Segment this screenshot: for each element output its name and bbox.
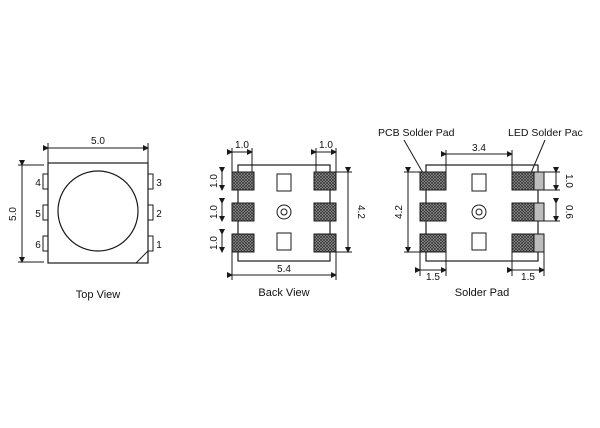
top-view-caption: Top View xyxy=(76,289,120,301)
solder-pad-right-top-label: 1.0 xyxy=(563,174,574,188)
top-view-chamfer xyxy=(135,250,149,264)
back-view-pitch-2-label: 1.0 xyxy=(209,205,220,219)
pcb-solder-pad-label: PCB Solder Pad xyxy=(378,127,455,139)
solder-pad-center-dot xyxy=(475,208,483,216)
solder-pad-view xyxy=(403,139,560,276)
back-view-center-dot xyxy=(280,208,288,216)
top-view-terminal-3 xyxy=(147,173,154,190)
solder-pad-inner-square-bottom xyxy=(471,232,487,251)
solder-pad-inner-square-top xyxy=(471,173,487,192)
pin-label-6: 6 xyxy=(35,240,41,251)
pin-label-3: 3 xyxy=(156,178,162,189)
back-view-height-label: 4.2 xyxy=(355,205,366,219)
back-view-pad-6 xyxy=(231,233,255,253)
top-view-lens xyxy=(57,170,139,252)
back-view-pad-4 xyxy=(231,171,255,191)
pin-label-5: 5 xyxy=(35,209,41,220)
back-view-pad-width-right-label: 1.0 xyxy=(319,140,333,151)
top-view-terminal-6 xyxy=(42,235,49,252)
back-view-pad-2 xyxy=(313,202,337,222)
back-view-pitch-3-label: 1.0 xyxy=(209,236,220,250)
top-view-terminal-2 xyxy=(147,204,154,221)
back-view-pitch-1-label: 1.0 xyxy=(209,174,220,188)
solder-pad-right-width-label: 1.5 xyxy=(521,272,535,283)
top-view-width-label: 5.0 xyxy=(91,136,105,147)
back-view-center-ring xyxy=(276,204,292,220)
top-view-body xyxy=(47,162,149,264)
solder-pad-center-ring xyxy=(471,204,487,220)
solder-pad-right-bottom-label: 0.6 xyxy=(563,205,574,219)
back-view-width-label: 5.4 xyxy=(277,264,291,275)
pcb-pad-4 xyxy=(419,171,447,191)
pcb-pad-3 xyxy=(511,171,535,191)
top-view-height-label: 5.0 xyxy=(8,207,19,221)
pcb-pad-1 xyxy=(511,233,535,253)
pin-label-2: 2 xyxy=(156,209,162,220)
back-view-inner-square-top xyxy=(276,173,292,192)
pin-label-4: 4 xyxy=(35,178,41,189)
back-view-pad-width-left-label: 1.0 xyxy=(235,140,249,151)
pin-label-1: 1 xyxy=(156,240,162,251)
solder-pad-spacing-label: 3.4 xyxy=(472,143,486,154)
pcb-pad-2 xyxy=(511,202,535,222)
led-solder-pad-label: LED Solder Pac xyxy=(508,127,583,139)
solder-pad-left-width-label: 1.5 xyxy=(426,272,440,283)
back-view-pad-5 xyxy=(231,202,255,222)
top-view-terminal-5 xyxy=(42,204,49,221)
solder-pad-caption: Solder Pad xyxy=(455,287,509,299)
solder-pad-height-label: 4.2 xyxy=(394,205,405,219)
top-view xyxy=(18,143,154,264)
back-view-caption: Back View xyxy=(258,287,309,299)
top-view-terminal-4 xyxy=(42,173,49,190)
back-view xyxy=(219,148,352,280)
back-view-pad-1 xyxy=(313,233,337,253)
pcb-pad-5 xyxy=(419,202,447,222)
back-view-inner-square-bottom xyxy=(276,232,292,251)
back-view-pad-3 xyxy=(313,171,337,191)
pcb-pad-6 xyxy=(419,233,447,253)
top-view-terminal-1 xyxy=(147,235,154,252)
